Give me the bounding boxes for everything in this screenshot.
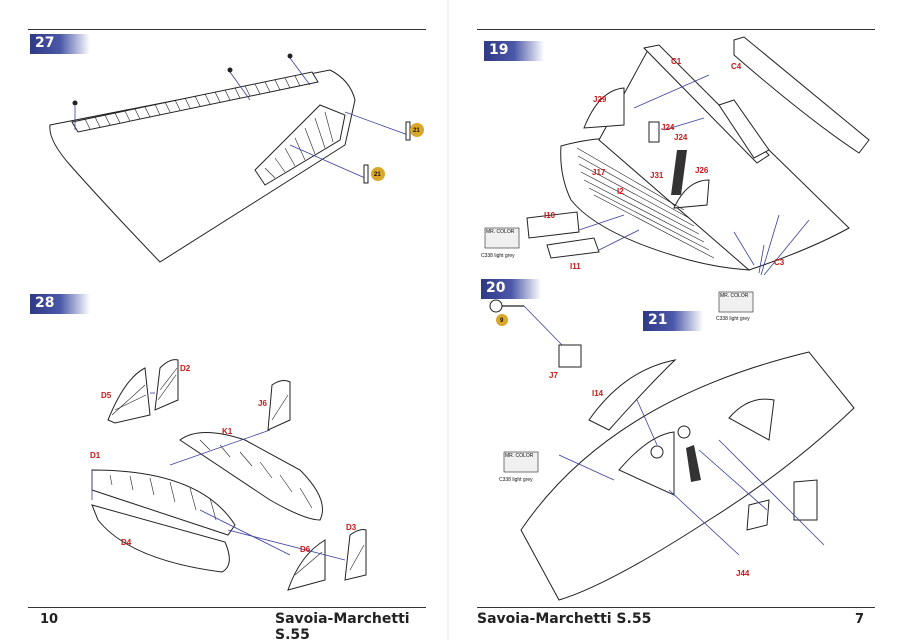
part-label: J26: [695, 166, 709, 175]
color-box-code: C338 light grey: [716, 316, 750, 322]
tail-drawing: D2 D5 J6 K1 D1 D4 D3 D6: [90, 359, 367, 591]
part-label: D3: [346, 523, 357, 532]
part-label: J7: [549, 371, 558, 380]
part-label: J29: [593, 95, 607, 104]
top-rule: [28, 29, 426, 30]
color-box-code: C338 light grey: [499, 477, 533, 483]
page-number: 7: [855, 612, 865, 627]
wing-drawing: 21 21: [49, 53, 424, 263]
step-27-28-drawings: 21 21: [49, 53, 424, 591]
color-box-title: MR. COLOR: [505, 453, 534, 459]
part-badge: [371, 167, 385, 181]
control-column-drawing: 9 J7: [489, 299, 582, 380]
color-swatch-box: MR. COLOR C338 light grey: [716, 291, 754, 322]
step-badge-19: 19: [484, 41, 544, 61]
color-swatch-box: MR. COLOR C338 light grey: [499, 451, 539, 483]
step-number: 27: [35, 35, 55, 51]
bottom-rule: [477, 607, 875, 608]
step-number: 28: [35, 295, 55, 311]
part-label: J6: [258, 399, 267, 408]
step-badge-21: 21: [643, 311, 703, 331]
part-label: I2: [617, 187, 624, 196]
step-number: 20: [486, 280, 506, 296]
part-label: D6: [300, 545, 311, 554]
page-title: Savoia-Marchetti S.55: [477, 611, 652, 627]
part-label: D4: [121, 538, 132, 547]
part-label: I11: [570, 262, 581, 271]
cockpit-floor-drawing: C1 C4 J29 J24 J24 J31 J17 I2 J26 I10 I11…: [481, 36, 870, 322]
part-badge-label: 9: [500, 318, 504, 324]
color-box-code: C338 light grey: [481, 253, 515, 259]
step-19-21-drawings: C1 C4 J29 J24 J24 J31 J17 I2 J26 I10 I11…: [481, 36, 870, 601]
part-label: C4: [731, 62, 742, 71]
step-badge-27: 27: [30, 34, 90, 54]
part-label: D2: [180, 364, 191, 373]
step-number: 21: [648, 312, 668, 328]
part-label: D5: [101, 391, 112, 400]
center-gutter: [447, 0, 449, 640]
top-rule: [477, 29, 875, 30]
page-number: 10: [40, 612, 59, 627]
part-label: C3: [774, 258, 785, 267]
fuselage-drawing: I14 J44 MR. COLOR C338 light grey: [499, 351, 855, 601]
step-number: 19: [489, 42, 509, 58]
part-label: I14: [592, 389, 604, 398]
page-title: Savoia-Marchetti S.55: [275, 611, 410, 643]
part-label: J24: [661, 123, 675, 132]
part-label: D1: [90, 451, 101, 460]
part-badge: [410, 123, 424, 137]
part-label: C1: [671, 57, 682, 66]
part-label: J17: [592, 168, 606, 177]
part-label: I10: [544, 211, 556, 220]
part-label: J44: [736, 569, 750, 578]
part-badge: [496, 314, 508, 326]
color-swatch-box: MR. COLOR C338 light grey: [481, 227, 520, 259]
color-box-title: MR. COLOR: [720, 293, 749, 299]
part-badge-label: 21: [413, 128, 420, 134]
part-label: J31: [650, 171, 664, 180]
part-label: J24: [674, 133, 688, 142]
left-page: 27 28 10 Savoia-Marchetti S.55: [0, 0, 448, 643]
part-badge-label: 21: [374, 172, 381, 178]
color-box-title: MR. COLOR: [486, 229, 515, 235]
part-label: K1: [222, 427, 233, 436]
step-badge-20: 20: [481, 279, 541, 299]
step-badge-28: 28: [30, 294, 90, 314]
bottom-rule: [28, 607, 426, 608]
right-page: 19 20 21 Savoia-Marchetti S.55 7: [449, 0, 897, 640]
